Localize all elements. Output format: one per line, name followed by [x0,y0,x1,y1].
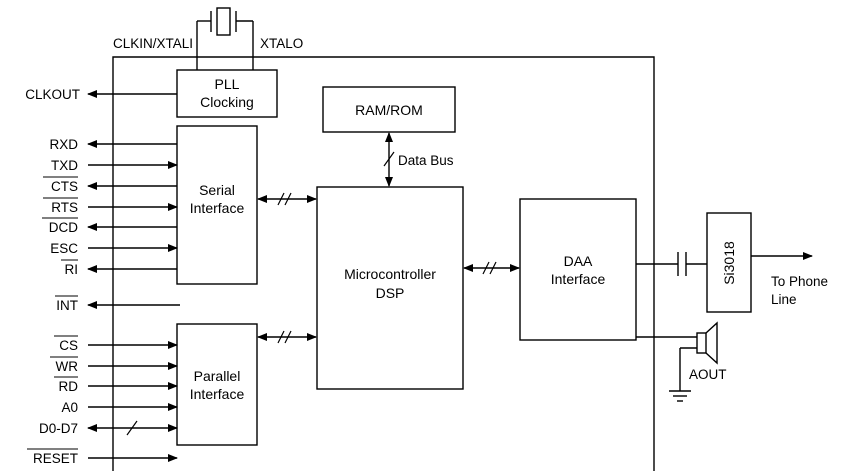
mcu-label-line2: DSP [376,285,405,301]
parallel-mcu-slash2 [284,330,292,344]
serial-label-line1: Serial [199,182,235,198]
si3018-label: Si3018 [721,241,737,285]
clkin-xtali-label: CLKIN/XTALI [113,36,193,51]
phone-line-label-line2: Line [771,292,797,307]
rd-label: RD [59,379,79,394]
data-bus-slash [383,151,395,167]
dcd-label: DCD [49,220,78,235]
ri-label: RI [65,262,79,277]
daa-interface-block [519,198,637,341]
si3018-block [706,212,752,313]
parallel-signals: CS WR RD A0 D0-D7 [39,335,178,436]
clkout-label: CLKOUT [25,87,80,102]
rxd-label: RXD [49,137,78,152]
parallel-label-line2: Interface [190,386,245,402]
d0-d7-label: D0-D7 [39,421,78,436]
phone-line-label-line1: To Phone [771,274,828,289]
rts-label: RTS [51,200,78,215]
xtalo-label: XTALO [260,36,303,51]
parallel-interface-block [176,323,258,446]
pll-label-line1: PLL [215,76,240,92]
int-label: INT [56,298,78,313]
mcu-label-line1: Microcontroller [344,266,436,282]
serial-mcu-slash1 [277,192,285,206]
daa-label-line1: DAA [564,253,593,269]
mcu-daa-slash2 [489,261,497,275]
mcu-daa-slash1 [482,261,490,275]
ground-icon [669,390,691,402]
serial-label-line2: Interface [190,200,245,216]
data-bus-label: Data Bus [398,153,454,168]
daa-label-line2: Interface [551,271,606,287]
cts-label: CTS [51,179,78,194]
txd-label: TXD [51,158,78,173]
microcontroller-dsp-block [316,186,464,390]
wr-label: WR [56,359,79,374]
reset-label: RESET [33,451,78,466]
capacitor-icon [677,252,687,276]
parallel-label-line1: Parallel [194,368,241,384]
ram-rom-label: RAM/ROM [355,102,423,118]
serial-mcu-slash2 [284,192,292,206]
esc-label: ESC [50,241,78,256]
aout-label: AOUT [689,367,727,382]
pll-label-line2: Clocking [200,94,254,110]
serial-signals: RXD TXD CTS RTS DCD ESC RI [42,137,178,277]
parallel-mcu-slash1 [277,330,285,344]
crystal-icon [196,7,254,70]
d0-d7-slash [126,420,138,436]
speaker-icon [696,321,718,365]
a0-label: A0 [61,400,78,415]
cs-label: CS [59,338,78,353]
